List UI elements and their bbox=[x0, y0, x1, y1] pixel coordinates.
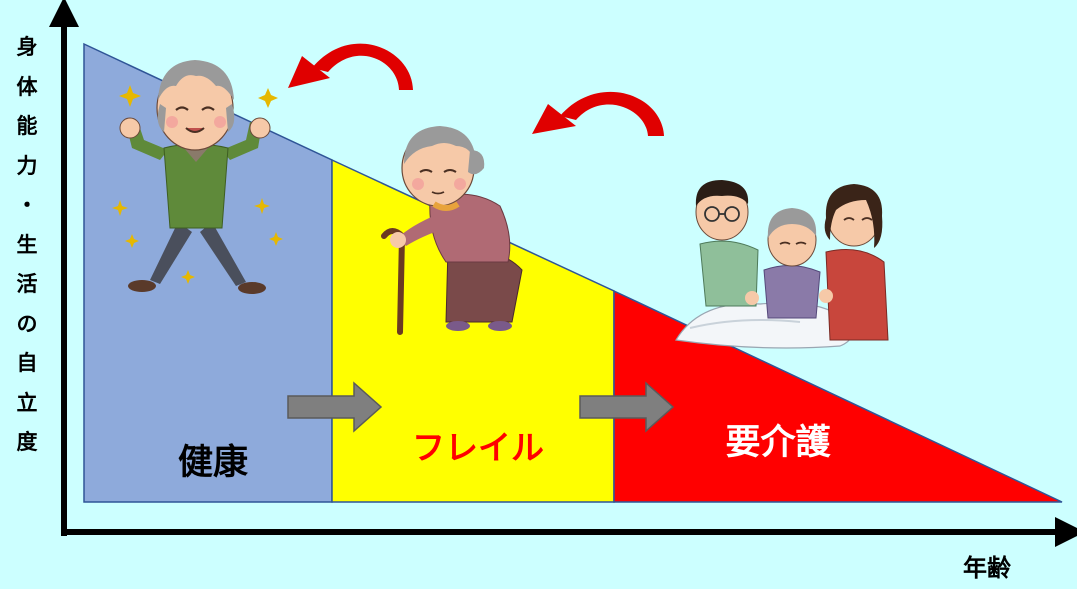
frail-woman-illustration bbox=[381, 126, 523, 335]
healthy-man-illustration bbox=[112, 60, 283, 294]
y-axis-label: 身 体 能 力 ・ 生 活 の 自 立 度 bbox=[16, 35, 38, 454]
zone-label-care: 要介護 bbox=[725, 423, 831, 463]
zone-label-frail: フレイル bbox=[412, 428, 544, 467]
care-family-illustration bbox=[675, 180, 889, 349]
zone-label-healthy: 健康 bbox=[178, 442, 248, 483]
flow-arrow-1 bbox=[287, 381, 383, 433]
x-axis-label: 年齢 bbox=[963, 554, 1011, 582]
flow-arrow-2 bbox=[579, 381, 675, 433]
recovery-arrow-2 bbox=[532, 91, 664, 136]
recovery-arrow-1 bbox=[288, 43, 413, 90]
